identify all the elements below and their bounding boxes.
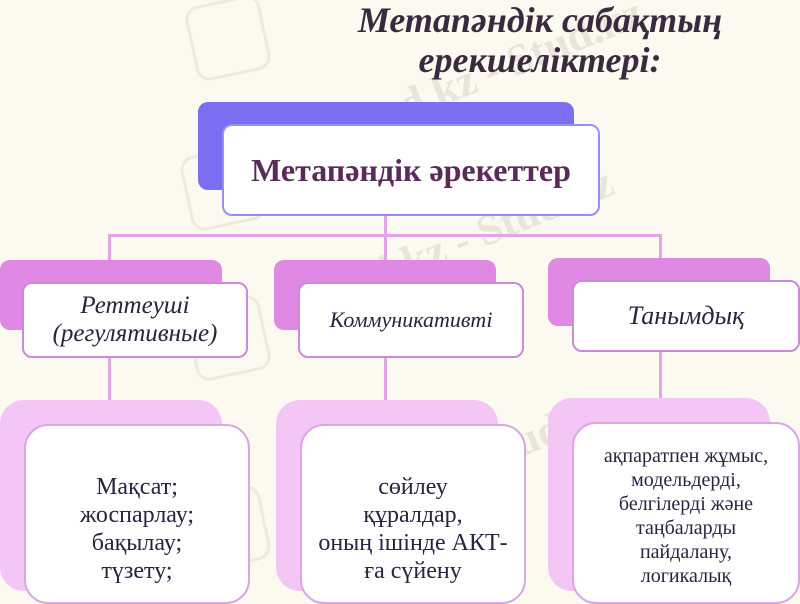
detail-node-cognitive: ақпаратпен жұмыс, модельдерді, белгілерд… xyxy=(572,422,800,604)
detail-node-regulative: Мақсат; жоспарлау; бақылау; түзету; xyxy=(24,424,250,604)
detail-3-line: ақпаратпен жұмыс, xyxy=(603,445,769,467)
detail-3-line: модельдерді, xyxy=(631,469,741,491)
detail-2-line: оның ішінде АКТ- xyxy=(318,530,508,556)
category-1-label-line1: Реттеуші xyxy=(80,292,190,319)
detail-node-communicative: сөйлеу құралдар, оның ішінде АКТ- ға сүй… xyxy=(300,424,526,604)
watermark-logo xyxy=(182,0,274,84)
category-2-label: Коммуникативті xyxy=(329,307,493,332)
title-line-1: Метапәндік сабақтың xyxy=(357,0,723,40)
connector-cat2 xyxy=(384,234,387,262)
connector-detail1 xyxy=(108,355,111,403)
detail-2-line: сөйлеу xyxy=(378,474,448,500)
category-node-communicative: Коммуникативті xyxy=(298,282,524,358)
detail-1-line: Мақсат; xyxy=(96,474,178,500)
category-1-label-line2: (регулятивные) xyxy=(52,320,218,347)
detail-3-line: пайдалану, xyxy=(639,541,733,563)
detail-3-line: белгілерді және xyxy=(618,493,754,515)
detail-3-line: логикалық xyxy=(640,565,732,587)
connector-cat1 xyxy=(108,234,111,262)
category-3-label: Танымдық xyxy=(627,301,745,330)
detail-1-line: жоспарлау; xyxy=(79,502,195,528)
slide-title: Метапәндік сабақтың ерекшеліктері: xyxy=(300,0,780,80)
detail-3-line: таңбаларды xyxy=(636,517,736,539)
category-node-cognitive: Танымдық xyxy=(572,280,800,352)
connector-detail3 xyxy=(659,350,662,403)
connector-detail2 xyxy=(384,355,387,403)
detail-2-line: құралдар, xyxy=(363,502,463,528)
root-node-label: Метапәндік әрекеттер xyxy=(251,151,571,188)
detail-2-line: ға сүйену xyxy=(364,558,462,584)
connector-root-down xyxy=(384,214,387,236)
title-line-2: ерекшеліктері: xyxy=(418,40,662,80)
category-node-regulative: Реттеуші (регулятивные) xyxy=(22,282,248,358)
connector-cat3 xyxy=(659,234,662,262)
root-node: Метапәндік әрекеттер xyxy=(222,124,600,216)
detail-1-line: бақылау; xyxy=(91,530,183,556)
detail-1-line: түзету; xyxy=(101,558,173,584)
